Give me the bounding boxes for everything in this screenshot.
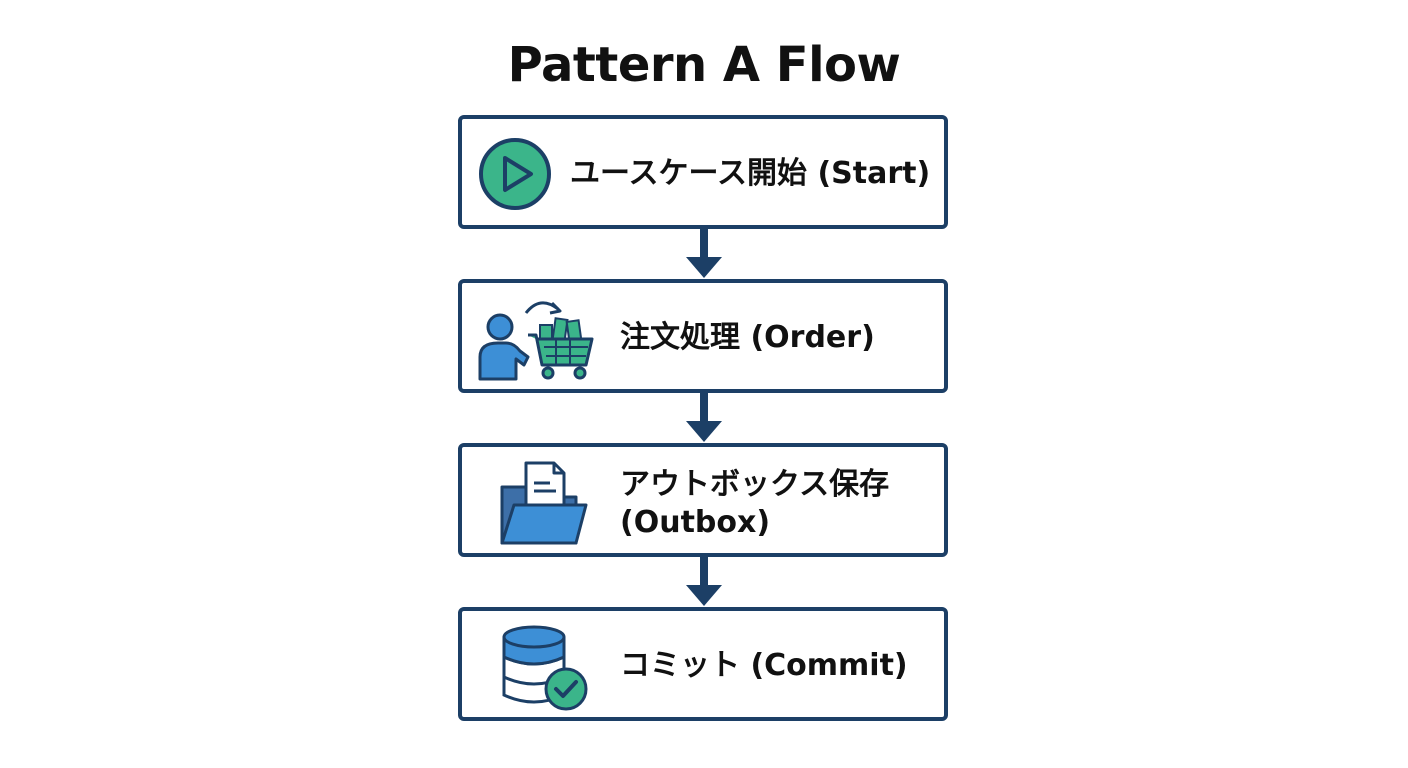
- folder-document-icon: [500, 461, 588, 545]
- arrow-connector: [686, 229, 722, 278]
- arrow-connector: [686, 557, 722, 606]
- step-outbox-label-line2: (Outbox): [620, 505, 771, 540]
- step-start-label: ユースケース開始 (Start): [570, 156, 931, 191]
- step-start: ユースケース開始 (Start): [458, 115, 948, 229]
- step-outbox-label-line1: アウトボックス保存: [620, 467, 890, 502]
- step-commit-label: コミット (Commit): [620, 648, 908, 683]
- shopping-cart-icon: [478, 301, 594, 381]
- database-check-icon: [502, 625, 588, 711]
- play-icon: [479, 138, 551, 210]
- step-outbox: アウトボックス保存 (Outbox): [458, 443, 948, 557]
- step-order-label: 注文処理 (Order): [620, 320, 875, 355]
- step-commit: コミット (Commit): [458, 607, 948, 721]
- step-order: 注文処理 (Order): [458, 279, 948, 393]
- arrow-connector: [686, 393, 722, 442]
- diagram-title: Pattern A Flow: [507, 37, 901, 93]
- step-outbox-label: アウトボックス保存 (Outbox): [620, 466, 889, 542]
